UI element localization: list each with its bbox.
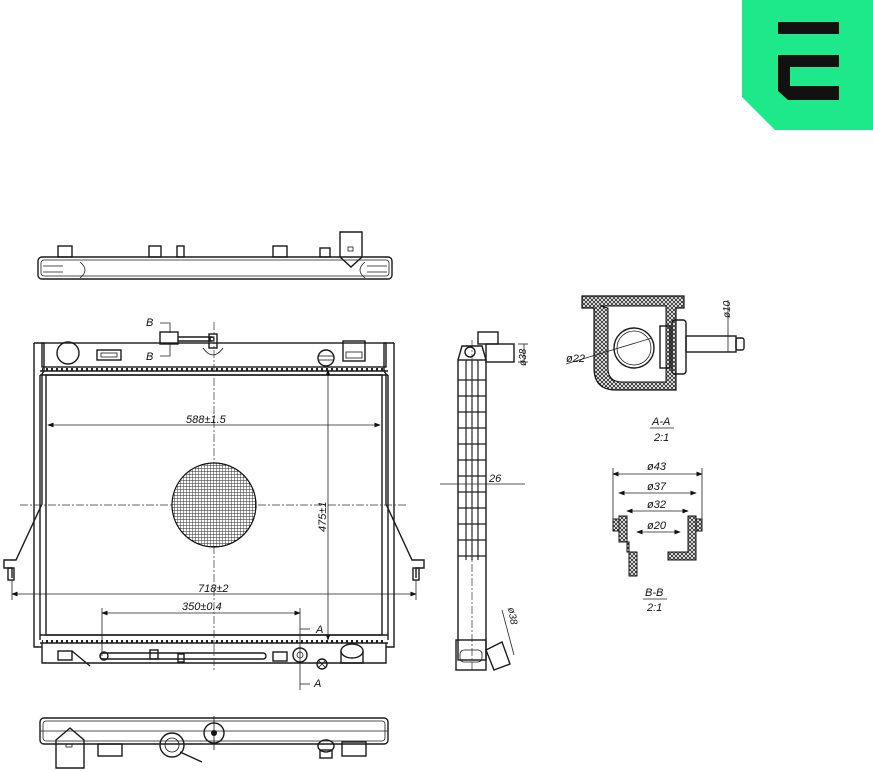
dim-overall-width: 718±2 (198, 583, 229, 595)
section-a-scale: 2:1 (653, 432, 669, 444)
dim-b-20: ø20 (647, 520, 667, 532)
brand-logo (742, 0, 873, 130)
logo-e-icon (742, 0, 873, 130)
dim-inlet-diameter: ø38 (518, 348, 529, 366)
section-marker-b-bottom: B (146, 351, 153, 363)
bottom-tank-view (39, 716, 389, 769)
dim-outlet-diameter: ø38 (505, 607, 519, 626)
dim-core-height: 475±1 (317, 501, 329, 532)
section-marker-a-top: A (315, 624, 323, 636)
dim-mount-spacing: 350±0.4 (182, 601, 222, 613)
dim-b-43: ø43 (647, 461, 667, 473)
top-tank-view (37, 231, 393, 280)
dim-core-depth: 26 (488, 473, 502, 485)
front-view (3, 322, 425, 690)
dim-core-width: 588±1.5 (186, 414, 227, 426)
section-a-view (565, 295, 745, 391)
section-b-view (612, 468, 703, 577)
section-marker-a-bottom: A (313, 678, 321, 690)
dim-nipple-diameter: ø10 (722, 300, 733, 318)
section-a-title: A-A (651, 416, 670, 428)
dim-b-37: ø37 (647, 481, 667, 493)
section-b-scale: 2:1 (646, 602, 662, 614)
section-b-title: B-B (645, 587, 663, 599)
section-marker-b-top: B (146, 317, 153, 329)
dim-port-diameter: ø22 (566, 353, 585, 365)
dim-b-32: ø32 (647, 499, 666, 511)
side-view (440, 331, 528, 671)
